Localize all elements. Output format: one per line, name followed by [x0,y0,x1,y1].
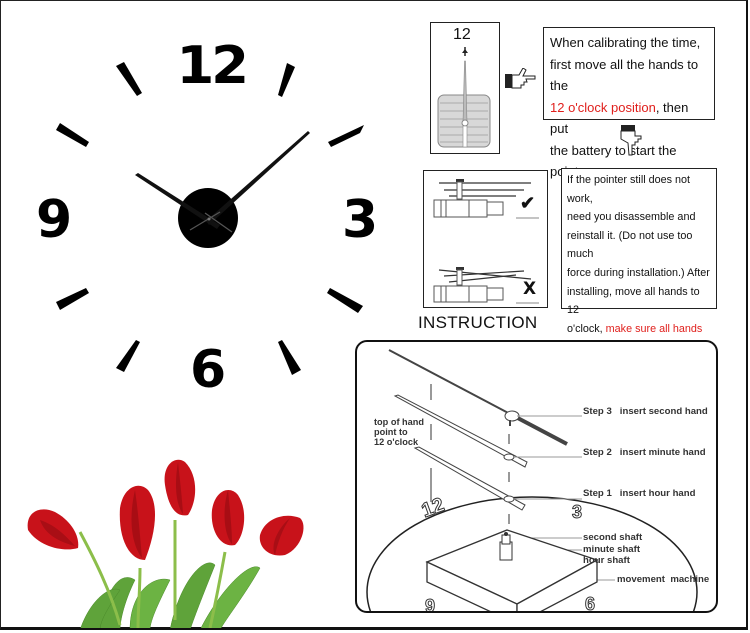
calibration-line-3-rest: , then put [550,99,689,137]
calibration-illustration: 12 [430,22,500,154]
dial-number-9: 9 [424,596,436,613]
clock-numeral-3: 3 [342,190,379,250]
clock-numeral-9: 9 [36,190,73,250]
step-2-number: Step 2 [583,447,612,458]
label-12: 12 [453,26,471,43]
troubleshoot-line-4: force during installation.) After [567,266,710,279]
tulip-flowers-icon [27,459,304,631]
step-2-label: Step 2 insert minute hand [583,447,706,458]
top-of-hand-line-3: 12 o'clock [374,437,419,447]
step-3-number: Step 3 [583,406,612,417]
troubleshoot-line-2: need you disassemble and [567,211,696,224]
troubleshoot-line-5: installing, move all hands to 12 [567,285,700,317]
dial-number-6: 6 [584,594,596,613]
movement-machine-label: movement machine [617,574,710,585]
troubleshoot-note: If the pointer still does not work, need… [561,168,717,409]
step-2-action: insert minute hand [619,447,706,458]
pointing-hand-down-icon [619,125,643,162]
minute-shaft-label: minute shaft [583,544,641,555]
step-1-action: insert hour hand [619,488,696,499]
troubleshoot-line-3: reinstall it. (Do not use too much [567,229,693,261]
movement-hand-icon [437,47,491,148]
step-1-number: Step 1 [583,488,612,499]
top-of-hand-label: top of hand point to 12 o'clock [374,417,424,447]
clock-ticks-icon [56,62,364,375]
pointing-hand-right-icon [505,67,537,97]
wall-clock: 12 3 6 9 [20,30,410,410]
top-of-hand-line-1: top of hand [374,417,425,427]
parallel-hands-icon [433,179,539,304]
step-1-label: Step 1 insert hour hand [583,488,695,499]
dial-number-3: 3 [571,502,583,523]
assembly-diagram-icon [366,349,698,611]
instruction-diagram: 12 3 9 6 top of hand point to 12 o'clock… [355,340,718,613]
parallel-hands-illustration: ✔ X [423,170,548,308]
step-3-action: insert second hand [619,406,708,417]
correct-check-icon: ✔ [520,193,536,213]
calibration-line-2: first move all the hands to the [550,56,699,94]
calibration-note: When calibrating the time, first move al… [543,27,715,179]
hour-shaft-label: hour shaft [583,555,630,566]
step-3-label: Step 3 insert second hand [583,406,708,417]
clock-numeral-6: 6 [190,340,227,400]
clock-numeral-12: 12 [176,36,249,96]
top-of-hand-line-2: point to [374,427,408,437]
tulips-photo [20,450,315,631]
troubleshoot-line-6-pre: o'clock, [567,322,606,335]
calibration-highlight: 12 o'clock position [550,99,656,115]
calibration-line-1: When calibrating the time, [550,35,701,50]
instruction-title: INSTRUCTION [418,313,538,332]
calibration-line-3: 12 o'clock position, then put [550,97,708,140]
second-shaft-label: second shaft [583,532,643,543]
troubleshoot-line-1: If the pointer still does not work, [567,174,691,205]
wrong-x-icon: X [523,279,537,299]
